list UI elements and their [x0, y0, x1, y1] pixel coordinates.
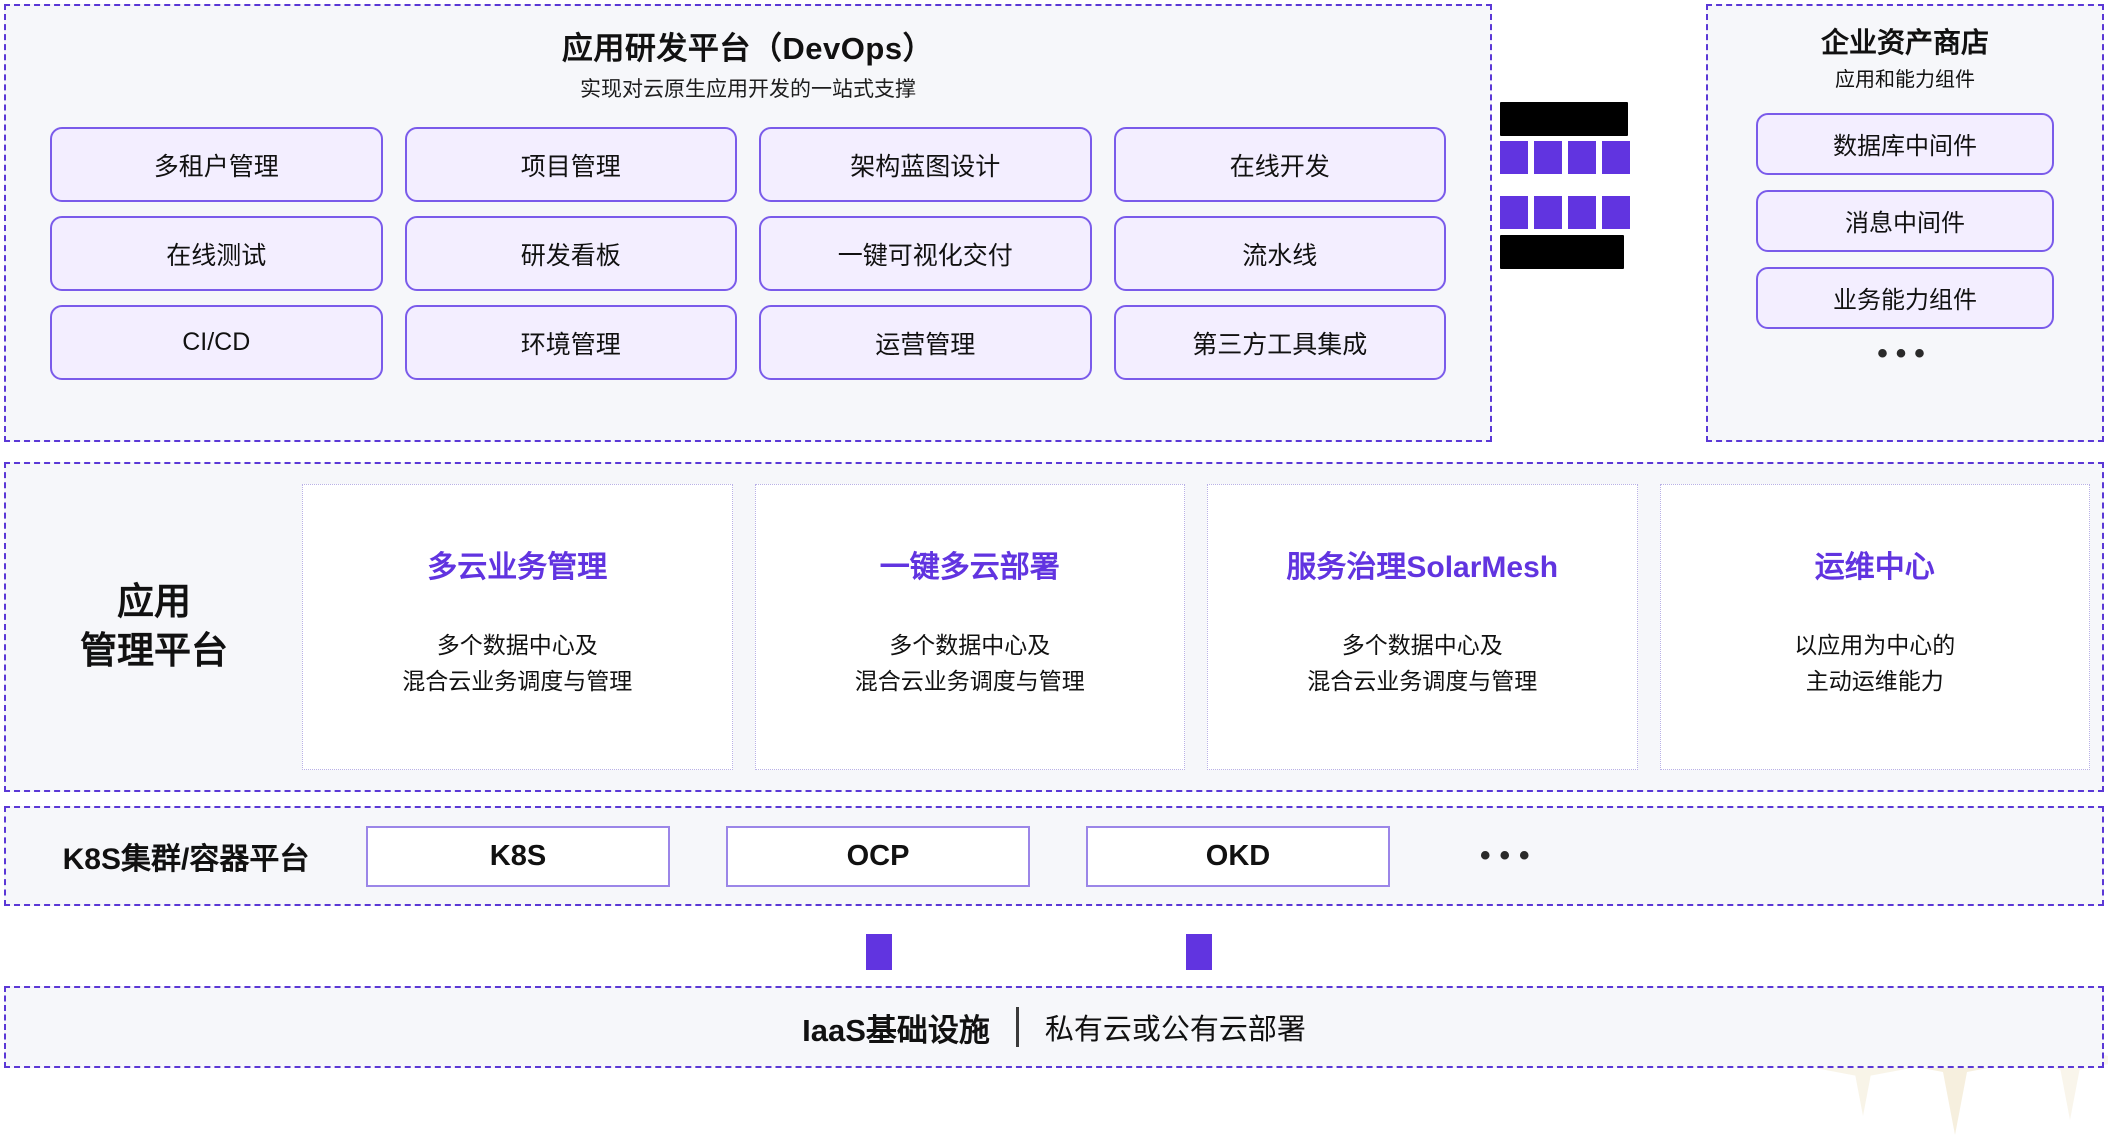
app-management-label: 应用 管理平台 [6, 578, 302, 676]
devops-chip-cicd[interactable]: CI/CD [50, 305, 383, 381]
connector-square [1500, 141, 1528, 174]
connector-square [1568, 141, 1596, 174]
connector-group-lower [1500, 196, 1696, 269]
app-management-panel: 应用 管理平台 多云业务管理 多个数据中心及 混合云业务调度与管理 一键多云部署… [4, 462, 2104, 792]
asset-store-item-business-capability[interactable]: 业务能力组件 [1756, 266, 2054, 329]
card-title: 一键多云部署 [879, 551, 1060, 584]
asset-store-subtitle: 应用和能力组件 [1835, 68, 1975, 91]
devops-chip-env-mgmt[interactable]: 环境管理 [404, 305, 737, 381]
iaas-content: IaaS基础设施 私有云或公有云部署 [802, 1005, 1306, 1050]
k8s-panel: K8S集群/容器平台 K8S OCP OKD ••• [4, 806, 2104, 906]
connector-square [1186, 934, 1212, 970]
card-description: 多个数据中心及 混合云业务调度与管理 [854, 632, 1085, 694]
devops-chip-project-mgmt[interactable]: 项目管理 [404, 127, 737, 203]
iaas-panel: IaaS基础设施 私有云或公有云部署 [4, 986, 2104, 1068]
architecture-diagram: 应用研发平台（DevOps） 实现对云原生应用开发的一站式支撑 多租户管理 项目… [0, 4, 2108, 1068]
k8s-item-k8s[interactable]: K8S [366, 825, 670, 887]
app-management-card-grid: 多云业务管理 多个数据中心及 混合云业务调度与管理 一键多云部署 多个数据中心及… [302, 484, 2102, 770]
card-title: 服务治理SolarMesh [1286, 551, 1559, 584]
asset-store-title: 企业资产商店 [1820, 27, 1989, 58]
app-management-label-line1: 应用 [117, 581, 191, 623]
middle-connector-column [1500, 4, 1696, 442]
connector-square [1602, 141, 1630, 174]
devops-chip-architecture-blueprint[interactable]: 架构蓝图设计 [759, 127, 1092, 203]
k8s-item-okd[interactable]: OKD [1086, 825, 1390, 887]
devops-title: 应用研发平台（DevOps） [561, 31, 935, 66]
card-title: 运维中心 [1814, 551, 1935, 584]
connector-square-row-upper [1500, 141, 1696, 174]
connector-square-row-lower [1500, 196, 1696, 229]
card-title: 多云业务管理 [427, 551, 608, 584]
devops-capability-grid: 多租户管理 项目管理 架构蓝图设计 在线开发 在线测试 研发看板 一键可视化交付… [50, 127, 1446, 381]
k8s-panel-label: K8S集群/容器平台 [62, 843, 310, 876]
card-description: 多个数据中心及 混合云业务调度与管理 [402, 632, 633, 694]
iaas-subtitle: 私有云或公有云部署 [1044, 1014, 1306, 1046]
redacted-label-upper [1500, 102, 1628, 136]
app-management-card-ops-center[interactable]: 运维中心 以应用为中心的 主动运维能力 [1659, 484, 2090, 770]
asset-store-more-ellipsis[interactable]: ••• [1877, 336, 1933, 370]
devops-chip-one-click-delivery[interactable]: 一键可视化交付 [759, 216, 1092, 292]
devops-chip-dev-kanban[interactable]: 研发看板 [404, 216, 737, 292]
app-management-card-service-mesh[interactable]: 服务治理SolarMesh 多个数据中心及 混合云业务调度与管理 [1207, 484, 1638, 770]
devops-chip-multi-tenant[interactable]: 多租户管理 [50, 127, 383, 203]
k8s-more-ellipsis[interactable]: ••• [1480, 839, 1539, 872]
devops-chip-online-test[interactable]: 在线测试 [50, 216, 383, 292]
k8s-item-list: K8S OCP OKD ••• [366, 825, 2102, 887]
connector-square [866, 934, 892, 970]
card-description: 多个数据中心及 混合云业务调度与管理 [1307, 632, 1538, 694]
connector-square [1602, 196, 1630, 229]
asset-store-panel: 企业资产商店 应用和能力组件 数据库中间件 消息中间件 业务能力组件 ••• [1706, 4, 2104, 442]
connector-square [1500, 196, 1528, 229]
app-management-card-multicloud-business[interactable]: 多云业务管理 多个数据中心及 混合云业务调度与管理 [302, 484, 733, 770]
asset-store-item-database-middleware[interactable]: 数据库中间件 [1756, 112, 2054, 175]
devops-chip-online-dev[interactable]: 在线开发 [1113, 127, 1446, 203]
connector-group-upper [1500, 102, 1696, 174]
k8s-item-ocp[interactable]: OCP [726, 825, 1030, 887]
app-management-label-line2: 管理平台 [80, 630, 228, 671]
connector-square [1568, 196, 1596, 229]
asset-store-item-message-middleware[interactable]: 消息中间件 [1756, 189, 2054, 252]
devops-chip-ops-mgmt[interactable]: 运营管理 [759, 305, 1092, 381]
iaas-divider [1015, 1007, 1019, 1047]
k8s-iaas-connector-row [0, 918, 2108, 970]
iaas-title: IaaS基础设施 [802, 1012, 990, 1048]
devops-panel: 应用研发平台（DevOps） 实现对云原生应用开发的一站式支撑 多租户管理 项目… [4, 4, 1492, 442]
app-management-card-one-click-deploy[interactable]: 一键多云部署 多个数据中心及 混合云业务调度与管理 [754, 484, 1185, 770]
devops-subtitle: 实现对云原生应用开发的一站式支撑 [580, 78, 916, 102]
redacted-label-lower [1500, 235, 1624, 269]
devops-chip-third-party-integration[interactable]: 第三方工具集成 [1113, 305, 1446, 381]
card-description: 以应用为中心的 主动运维能力 [1794, 632, 1956, 694]
connector-square [1534, 196, 1562, 229]
devops-chip-pipeline[interactable]: 流水线 [1113, 216, 1446, 292]
connector-square [1534, 141, 1562, 174]
asset-store-list: 数据库中间件 消息中间件 业务能力组件 [1756, 112, 2054, 329]
